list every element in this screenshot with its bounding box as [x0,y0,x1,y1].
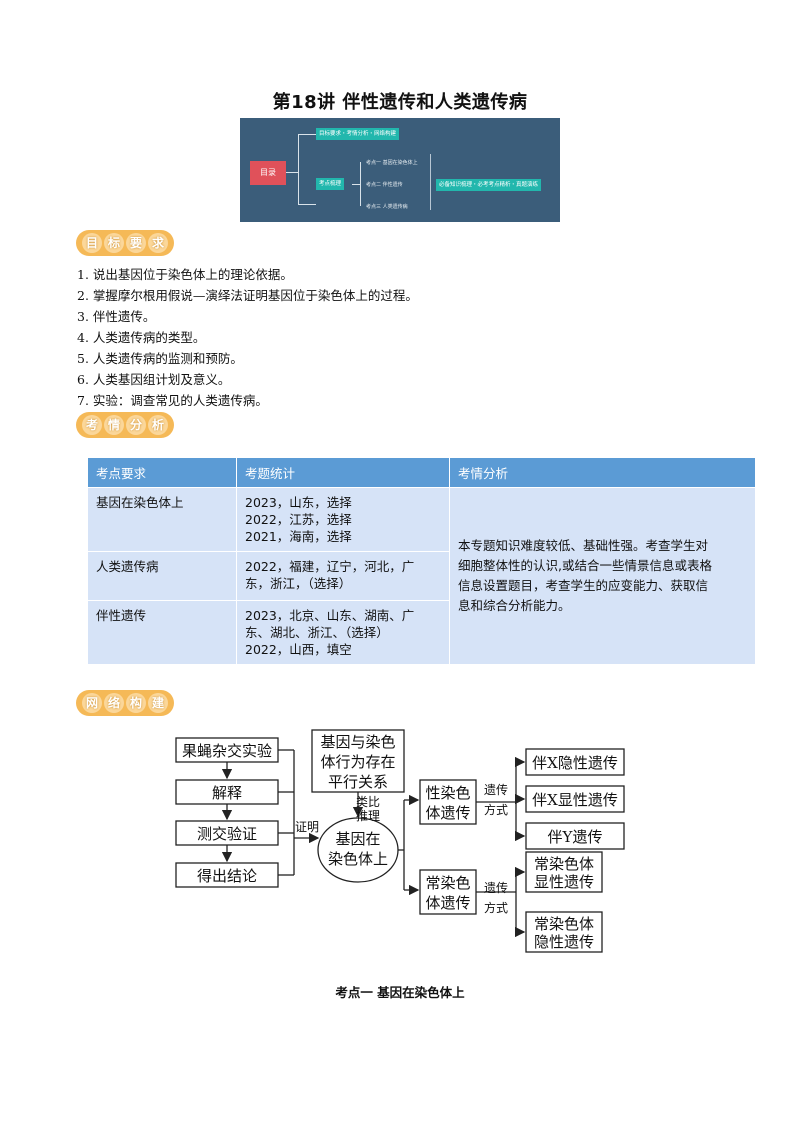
stat-line: 2022，福建，辽宁，河北，广 [245,559,415,574]
mode-text: 遗传 [484,880,508,895]
analogy-text: 类比 [356,795,380,809]
toc-point-2: 考点二 伴性遗传 [366,182,403,188]
goal-item: 1. 说出基因位于染色体上的理论依据。 [77,267,293,282]
toc-tail: 必备知识梳理・必考考点精析・真题演练 [436,179,542,191]
toc-point-3: 考点三 人类遗传病 [366,204,408,210]
goal-item: 4. 人类遗传病的类型。 [77,330,206,345]
toc-root: 目录 [250,161,286,185]
mode-text: 方式 [484,900,508,915]
sex-linked-text: 体遗传 [425,804,470,822]
table-cell-stats: 2023，山东，选择 2022，江苏，选择 2021，海南，选择 [236,487,450,552]
toc-branch-2: 考点梳理 [316,178,345,190]
hypothesis-text: 体行为存在 [320,753,395,771]
analysis-badge: 考情分析 [76,412,174,438]
table-row: 伴性遗传 2023，北京、山东、湖南、广 东、湖北、浙江、（选择） 2022，山… [88,600,756,664]
toc-branch-1: 目标要求・考情分析・网络构建 [316,128,400,140]
goal-item: 3. 伴性遗传。 [77,309,156,324]
type-box [525,911,603,953]
goal-item: 2. 掌握摩尔根用假说—演绎法证明基因位于染色体上的过程。 [77,288,418,303]
table-cell-stats: 2023，北京、山东、湖南、广 东、湖北、浙江、（选择） 2022，山西，填空 [236,600,450,664]
toc-image: 目录 目标要求・考情分析・网络构建 考点梳理 考点一 基因在染色体上 考点二 伴… [240,118,560,222]
analysis-line: 息和综合分析能力。 [458,598,571,613]
table-cell-point: 伴性遗传 [88,600,237,664]
badge-char: 分 [126,415,146,435]
exam-analysis-table: 考点要求 考题统计 考情分析 基因在染色体上 2023，山东，选择 2022，江… [88,458,756,664]
toc-point-1: 考点一 基因在染色体上 [366,160,418,166]
hypothesis-text: 基因与染色 [320,733,395,751]
center-text: 基因在 [335,830,380,848]
type-text: 伴X隐性遗传 [532,754,618,772]
table-header: 考点要求 [88,458,237,488]
badge-char: 构 [126,693,146,713]
sex-linked-text: 性染色 [425,784,470,802]
section-heading: 考点一 基因在染色体上 [335,985,465,1000]
type-text: 伴X显性遗传 [532,791,618,809]
analysis-line: 信息设置题目，考查学生的应变能力、获取信 [458,578,709,593]
goals-badge: 目标要求 [76,230,174,256]
center-text: 染色体上 [328,850,388,868]
mode-text: 遗传 [484,782,508,797]
type-box [525,785,625,813]
stat-line: 2023，北京、山东、湖南、广 [245,608,415,623]
stat-line: 2022，山西，填空 [245,642,352,657]
type-box [525,748,625,776]
badge-char: 网 [82,693,102,713]
autosomal-text: 常染色 [425,874,470,892]
type-text: 常染色体 [534,855,594,873]
autosomal-text: 体遗传 [425,894,470,912]
type-text: 伴Y遗传 [548,828,603,846]
table-cell-point: 基因在染色体上 [88,487,237,552]
type-box [525,822,625,850]
table-header: 考题统计 [236,458,450,488]
hypothesis-text: 平行关系 [328,773,388,791]
page-title: 第18讲 伴性遗传和人类遗传病 [272,92,528,113]
analysis-line: 本专题知识难度较低、基础性强。考查学生对 [458,538,709,553]
badge-char: 目 [82,233,102,253]
badge-char: 要 [126,233,146,253]
badge-char: 标 [104,233,124,253]
badge-char: 求 [148,233,168,253]
table-header: 考情分析 [449,458,756,488]
stat-line: 2023，山东，选择 [245,495,352,510]
badge-char: 析 [148,415,168,435]
stat-line: 东、湖北、浙江、（选择） [245,625,389,640]
table-cell-point: 人类遗传病 [88,551,237,601]
analogy-text: 推理 [356,809,380,823]
goal-item: 5. 人类遗传病的监测和预防。 [77,351,243,366]
stat-line: 2021，海南，选择 [245,529,352,544]
badge-char: 考 [82,415,102,435]
analysis-line: 细胞整体性的认识,或结合一些情景信息或表格 [458,558,712,573]
type-text: 常染色体 [534,915,594,933]
badge-char: 络 [104,693,124,713]
type-box [525,851,603,893]
badge-char: 情 [104,415,124,435]
badge-char: 建 [148,693,168,713]
step-label: 果蝇杂交实验 [182,742,272,760]
type-text: 显性遗传 [534,873,594,891]
step-label: 测交验证 [197,825,257,843]
goal-item: 6. 人类基因组计划及意义。 [77,372,231,387]
table-row: 基因在染色体上 2023，山东，选择 2022，江苏，选择 2021，海南，选择… [88,487,756,664]
step-label: 解释 [212,784,242,802]
goal-item: 7. 实验：调查常见的人类遗传病。 [77,393,268,408]
goals-list: 1. 说出基因位于染色体上的理论依据。 2. 掌握摩尔根用假说—演绎法证明基因位… [77,264,418,411]
table-row: 人类遗传病 2022，福建，辽宁，河北，广 东，浙江，（选择） [88,551,756,601]
table-cell-stats: 2022，福建，辽宁，河北，广 东，浙江，（选择） [236,551,450,601]
prove-text: 证明 [295,820,319,834]
stat-line: 2022，江苏，选择 [245,512,352,527]
table-cell-analysis: 本专题知识难度较低、基础性强。考查学生对 细胞整体性的认识,或结合一些情景信息或… [449,487,756,664]
step-label: 得出结论 [197,867,257,885]
type-text: 隐性遗传 [534,933,594,951]
stat-line: 东，浙江，（选择） [245,576,352,591]
mode-text: 方式 [484,802,508,817]
network-badge: 网络构建 [76,690,174,716]
